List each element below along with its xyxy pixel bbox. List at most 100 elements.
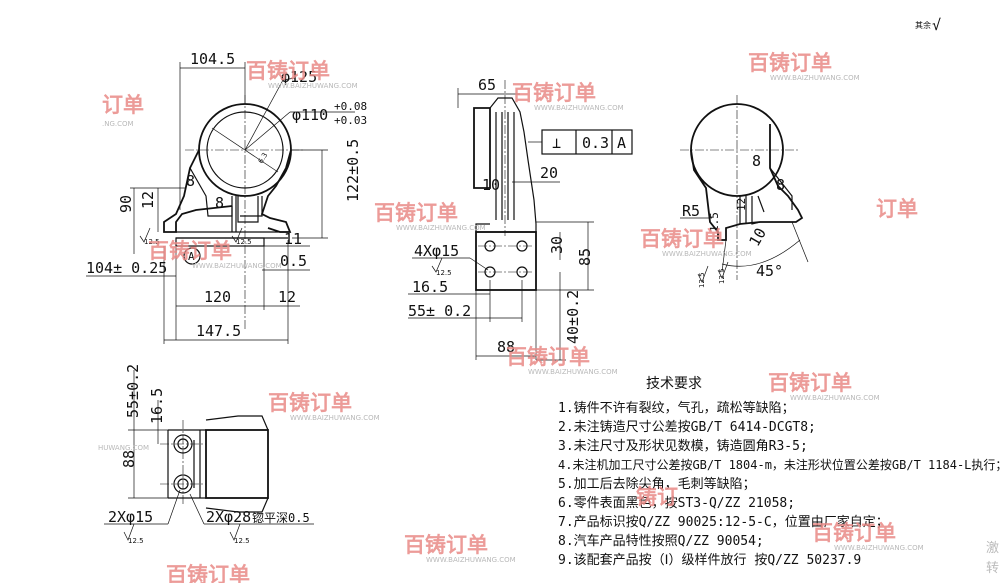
bv-dim-88: 88 bbox=[120, 450, 138, 468]
rv-dim-8a: 8 bbox=[752, 152, 761, 170]
tech-req-item-6: 6.零件表面黑色，按ST3-Q/ZZ 21058; bbox=[558, 495, 795, 511]
watermark-1-url: WWW.BAIZHUWANG.COM bbox=[268, 82, 358, 90]
watermark-10: 百铸订单 bbox=[268, 391, 352, 415]
dim-88: 88 bbox=[497, 338, 515, 356]
tech-req-title: 技术要求 bbox=[646, 376, 702, 392]
dim-16-5: 16.5 bbox=[412, 278, 448, 296]
bv-holes-15: 2Xφ15 bbox=[108, 508, 153, 526]
tol-upper: +0.08 bbox=[334, 100, 367, 113]
corner-mark-label: 其余 bbox=[915, 20, 931, 30]
tech-req-item-8: 8.汽车产品特性按照Q/ZZ 90054; bbox=[558, 533, 764, 549]
watermark-6: 订单 bbox=[876, 197, 918, 221]
edge-text-2: 转 bbox=[986, 561, 999, 576]
technical-requirements: 技术要求 1.铸件不许有裂纹，气孔，疏松等缺陷； 2.未注铸造尺寸公差按GB/T… bbox=[558, 376, 1005, 568]
dim-65: 65 bbox=[478, 76, 496, 94]
watermark-5: 百铸订单 bbox=[640, 227, 724, 251]
tech-req-item-9: 9.该配套产品按（Ⅰ）级样件放行 按Q/ZZ 50237.9 bbox=[558, 552, 861, 568]
perp-symbol: ⊥ bbox=[552, 134, 561, 152]
rv-dim-1-5: 1.5 bbox=[708, 212, 721, 232]
watermark-14: 百铸订单 bbox=[812, 521, 896, 545]
corner-mark-symbol: √ bbox=[932, 16, 941, 34]
watermark-10-url: WWW.BAIZHUWANG.COM bbox=[290, 414, 380, 422]
dim-30: 30 bbox=[548, 236, 566, 254]
dim-diameter-110: φ110 bbox=[292, 106, 328, 124]
watermark-4-url: WWW.BAIZHUWANG.COM bbox=[396, 224, 486, 232]
tech-req-item-4: 4.未注机加工尺寸公差按GB/T 1804-m，未注形状位置公差按GB/T 11… bbox=[558, 457, 1005, 472]
dim-104-5: 104.5 bbox=[190, 50, 235, 68]
flange-plate bbox=[475, 231, 537, 291]
rv-roughness-a: 12.5 bbox=[698, 272, 706, 288]
watermark-3-url: WWW.BAIZHUWANG.COM bbox=[770, 74, 860, 82]
watermark-9: 百铸订单 bbox=[768, 371, 852, 395]
dim-diameter-125: φ125 bbox=[281, 68, 317, 86]
dim-122: 122±0.5 bbox=[344, 139, 362, 202]
tech-req-item-7: 7.产品标识按Q/ZZ 90025:12-5-C，位置由厂家自定； bbox=[558, 514, 889, 530]
tech-req-item-5: 5.加工后去除尖角，毛刺等缺陷； bbox=[558, 476, 756, 492]
watermark-14-url: WWW.BAIZHUWANG.COM bbox=[834, 544, 924, 552]
dim-12a: 12 bbox=[139, 191, 157, 209]
bv-dim-16-5: 16.5 bbox=[148, 388, 166, 424]
bv-spot-face: 锪平深0.5 bbox=[252, 510, 310, 525]
watermark-2-url: WWW.BAIZHUWANG.COM bbox=[534, 104, 624, 112]
perp-datum: A bbox=[617, 134, 626, 152]
watermark-13-url: WWW.BAIZHUWANG.COM bbox=[426, 556, 516, 564]
rv-dim-8b: 8 bbox=[776, 176, 785, 194]
bv-roughness-a: 12.5 bbox=[128, 537, 144, 545]
bv-holes-28: 2Xφ28 bbox=[206, 508, 251, 526]
watermark-5-url: WWW.BAIZHUWANG.COM bbox=[662, 250, 752, 258]
bottom-view: 88 55±0.2 16.5 2Xφ15 12.5 2Xφ28 锪平深0.5 1… bbox=[104, 364, 314, 545]
watermark-8: 百铸订单 bbox=[506, 345, 590, 369]
side-view: 65 ⊥ 0.3 A 10 20 4Xφ15 12.5 16.5 55± 0.2… bbox=[408, 76, 633, 361]
rv-r5: R5 bbox=[682, 202, 700, 220]
dim-4x15: 4Xφ15 bbox=[414, 242, 459, 260]
watermark-13: 百铸订单 bbox=[404, 533, 488, 557]
watermark-8-url: WWW.BAIZHUWANG.COM bbox=[528, 368, 618, 376]
tech-req-item-2: 2.未注铸造尺寸公差按GB/T 6414-DCGT8; bbox=[558, 419, 816, 435]
roughness-side: 12.5 bbox=[436, 269, 452, 277]
watermarks: 订单 .NG.COM 百铸订单 WWW.BAIZHUWANG.COM 百铸订单 … bbox=[98, 51, 924, 583]
dim-6-3: 6.3 bbox=[257, 151, 269, 165]
watermark-7-url: WWW.BAIZHUWANG.COM bbox=[192, 262, 282, 270]
rv-dim-12: 12 bbox=[735, 198, 748, 211]
roughness-a: 12.5 bbox=[144, 238, 160, 246]
dim-11: 11 bbox=[284, 230, 302, 248]
dim-8b: 8 bbox=[215, 194, 224, 212]
watermark-12: 铸订 bbox=[636, 485, 678, 509]
datum-bubble bbox=[183, 247, 201, 265]
dim-40: 40±0.2 bbox=[564, 290, 582, 344]
watermark-7: 百铸订单 bbox=[148, 239, 232, 263]
watermark-partial-left-url: .NG.COM bbox=[102, 120, 134, 128]
tech-req-item-1: 1.铸件不许有裂纹，气孔，疏松等缺陷； bbox=[558, 400, 795, 416]
rv-roughness-b: 12.5 bbox=[718, 268, 726, 284]
dim-55: 55± 0.2 bbox=[408, 302, 471, 320]
dim-90: 90 bbox=[117, 195, 135, 213]
bv-dim-55: 55±0.2 bbox=[124, 364, 142, 418]
rv-dim-10: 10 bbox=[745, 225, 770, 250]
perp-value: 0.3 bbox=[582, 134, 609, 152]
watermark-2: 百铸订单 bbox=[512, 81, 596, 105]
dim-10: 10 bbox=[482, 176, 500, 194]
watermark-partial-left: 订单 bbox=[102, 93, 144, 117]
roughness-b: 12.5 bbox=[236, 238, 252, 246]
watermark-9-url: WWW.BAIZHUWANG.COM bbox=[790, 394, 880, 402]
watermark-11-url: HUWANG.COM bbox=[98, 444, 149, 452]
dim-147-5: 147.5 bbox=[196, 322, 241, 340]
tech-req-item-3: 3.未注尺寸及形状见数模，铸造圆角R3-5; bbox=[558, 438, 808, 454]
dim-85: 85 bbox=[576, 248, 594, 266]
rv-angle: 45° bbox=[756, 262, 783, 280]
right-view: 8 8 R5 1.5 10 12 45° 12.5 12.5 bbox=[680, 95, 809, 288]
dim-120: 120 bbox=[204, 288, 231, 306]
cylinder-outline bbox=[205, 429, 269, 499]
dim-0-5: 0.5 bbox=[280, 252, 307, 270]
watermark-15: 百铸订单 bbox=[166, 563, 250, 583]
watermark-1: 百铸订单 bbox=[246, 59, 330, 83]
dim-12b: 12 bbox=[278, 288, 296, 306]
watermark-3: 百铸订单 bbox=[748, 51, 832, 75]
watermark-4: 百铸订单 bbox=[374, 201, 458, 225]
front-view: A 104.5 φ125 φ110 +0.08 +0.03 6.3 90 12 … bbox=[86, 50, 367, 344]
dim-104: 104± 0.25 bbox=[86, 259, 167, 277]
datum-label: A bbox=[188, 250, 195, 263]
tol-lower: +0.03 bbox=[334, 114, 367, 127]
bv-roughness-b: 12.5 bbox=[234, 537, 250, 545]
